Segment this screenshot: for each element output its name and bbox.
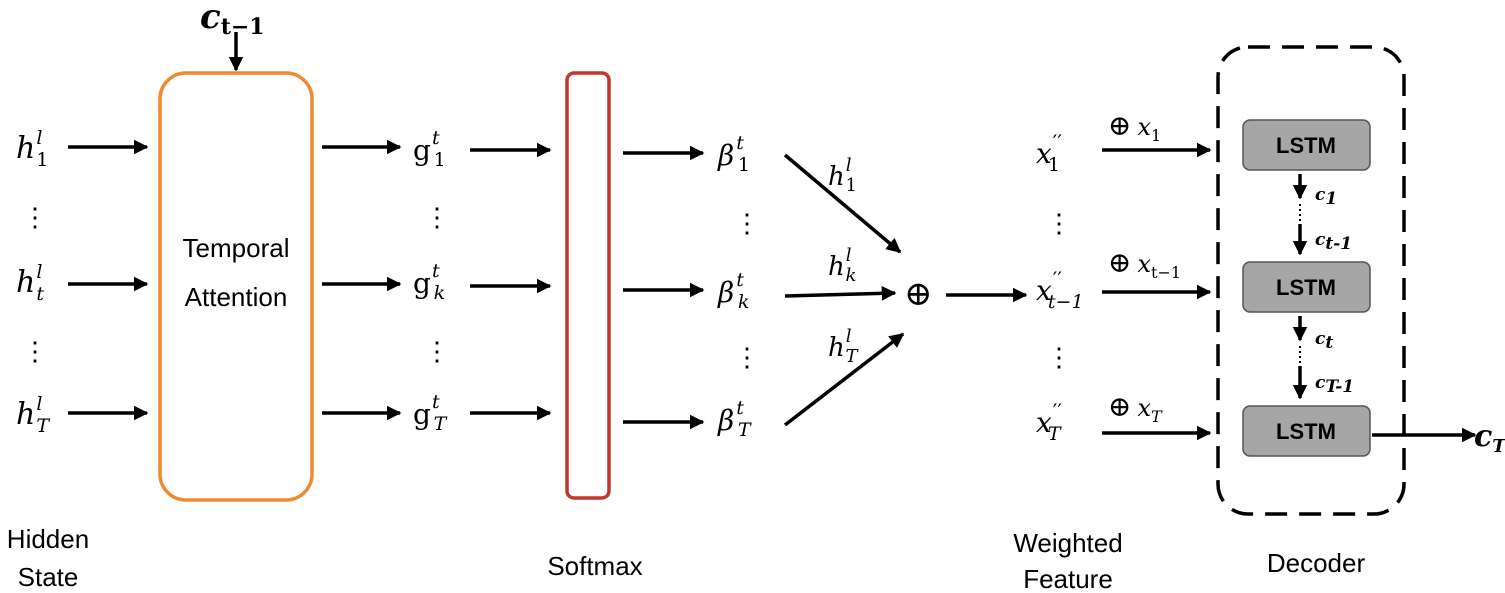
lstm-cell-2: LSTM (1242, 261, 1371, 313)
svg-text:LSTM: LSTM (1276, 419, 1336, 444)
weighted-arrow-T (783, 332, 905, 427)
x-feature-T: x′′T (1036, 399, 1062, 445)
x-input-T: ⊕xT (1108, 390, 1163, 426)
lstm-cell-1: LSTM (1242, 119, 1371, 171)
svg-text:gt1: gt1 (413, 127, 446, 171)
context-label-T-1: cT-1 (1315, 373, 1354, 397)
weighted-feature-caption-1: Weighted (1013, 528, 1122, 558)
svg-text:hlT: hlT (16, 393, 50, 437)
x-input-t-1: ⊕xt−1 (1108, 246, 1181, 282)
decoder-box (1216, 45, 1406, 516)
svg-text:hlt: hlt (16, 261, 44, 305)
svg-text:⊕x1: ⊕x1 (1108, 109, 1161, 145)
x-input-1: ⊕x1 (1108, 109, 1161, 145)
svg-text:LSTM: LSTM (1276, 275, 1336, 300)
softmax-caption: Softmax (547, 551, 642, 581)
svg-text:βtk: βtk (717, 269, 749, 313)
svg-text:x′′t−1: x′′t−1 (1036, 267, 1084, 313)
x-feature-t-1: x′′t−1 (1036, 267, 1084, 313)
x-feature-vdots-1: ⋮ (1046, 209, 1072, 239)
svg-text:βt1: βt1 (717, 132, 750, 176)
svg-text:gtT: gtT (413, 391, 448, 435)
decoder-caption: Decoder (1267, 548, 1366, 578)
svg-text:hlT: hlT (828, 326, 860, 367)
context-label-t-1: ct-1 (1315, 230, 1352, 254)
softmax-box (565, 71, 611, 500)
context-label-1: c1 (1315, 185, 1337, 209)
weighted-arrow-1 (783, 153, 902, 254)
svg-text:LSTM: LSTM (1276, 133, 1336, 158)
output-context-label: cT (1474, 419, 1505, 457)
svg-text:x′′T: x′′T (1036, 399, 1062, 445)
context-label-t: ct (1315, 329, 1333, 353)
weighted-arrow-k (784, 286, 897, 301)
g-vdots-1: ⋮ (424, 203, 450, 233)
oplus-sum-icon: ⊕ (904, 274, 933, 314)
hidden-state-caption-1: Hidden (7, 524, 89, 554)
svg-text:⊕xt−1: ⊕xt−1 (1108, 246, 1181, 282)
hidden-state-caption-2: State (18, 562, 79, 592)
hidden-state-vdots-2: ⋮ (22, 337, 48, 367)
g-vdots-2: ⋮ (424, 337, 450, 367)
x-feature-vdots-2: ⋮ (1046, 343, 1072, 373)
context-prev-label: ct−1 (200, 0, 265, 40)
lstm-cell-3: LSTM (1242, 405, 1371, 457)
svg-text:x′′1: x′′1 (1036, 130, 1062, 176)
temporal-attention-line2: Attention (185, 282, 288, 312)
svg-text:βtT: βtT (717, 397, 752, 441)
svg-text:gtk: gtk (413, 260, 445, 304)
temporal-attention-line1: Temporal (183, 233, 290, 263)
x-feature-1: x′′1 (1036, 130, 1062, 176)
svg-text:hlk: hlk (828, 245, 856, 286)
weighted-feature-caption-2: Feature (1023, 564, 1113, 593)
svg-text:⊕xT: ⊕xT (1108, 390, 1163, 426)
hidden-state-vdots-1: ⋮ (22, 203, 48, 233)
svg-text:hl1: hl1 (16, 127, 49, 171)
temporal-attention-box (158, 71, 314, 502)
svg-text:hl1: hl1 (828, 155, 857, 196)
beta-vdots-2: ⋮ (734, 343, 760, 373)
beta-vdots-1: ⋮ (734, 209, 760, 239)
